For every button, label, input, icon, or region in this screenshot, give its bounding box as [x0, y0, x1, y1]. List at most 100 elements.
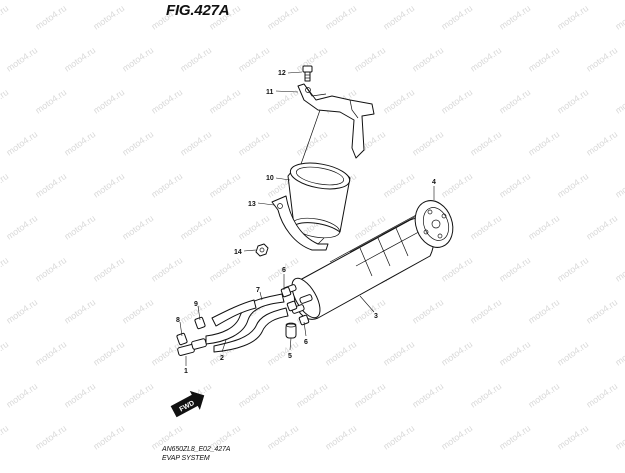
watermark-text: moto4.ru [62, 129, 97, 158]
watermark-text: moto4.ru [526, 297, 561, 326]
callout-2: 2 [220, 355, 224, 362]
watermark-text: moto4.ru [555, 255, 590, 284]
union-1[interactable] [177, 338, 207, 356]
watermark-text: moto4.ru [120, 213, 155, 242]
clip-9[interactable] [194, 316, 206, 330]
watermark-text: moto4.ru [265, 3, 300, 32]
watermark-text: moto4.ru [236, 381, 271, 410]
watermark-text: moto4.ru [613, 87, 625, 116]
watermark-text: moto4.ru [526, 381, 561, 410]
watermark-text: moto4.ru [0, 255, 10, 284]
watermark-text: moto4.ru [207, 87, 242, 116]
watermark-text: moto4.ru [613, 171, 625, 200]
cap-4[interactable] [409, 195, 459, 252]
watermark-text: moto4.ru [4, 297, 39, 326]
model-code: AN650ZL8_E02_427A [162, 446, 231, 453]
watermark-text: moto4.ru [352, 381, 387, 410]
watermark-text: moto4.ru [352, 45, 387, 74]
watermark-text: moto4.ru [33, 87, 68, 116]
watermark-text: moto4.ru [468, 297, 503, 326]
watermark-text: moto4.ru [323, 3, 358, 32]
watermark-text: moto4.ru [33, 3, 68, 32]
watermark-text: moto4.ru [91, 87, 126, 116]
plug-5[interactable] [285, 322, 297, 339]
callout-13: 13 [248, 201, 256, 208]
watermark-text: moto4.ru [33, 171, 68, 200]
watermark-text: moto4.ru [0, 3, 10, 32]
watermark-text: moto4.ru [4, 45, 39, 74]
cushion-10[interactable] [287, 159, 352, 241]
watermark-text: moto4.ru [149, 255, 184, 284]
watermark-text: moto4.ru [439, 3, 474, 32]
clip-8[interactable] [176, 332, 188, 346]
watermark-text: moto4.ru [613, 423, 625, 452]
watermark-text: moto4.ru [584, 297, 619, 326]
watermark-text: moto4.ru [410, 45, 445, 74]
watermark-text: moto4.ru [323, 339, 358, 368]
watermark-text: moto4.ru [0, 171, 10, 200]
clip-6-upper[interactable] [280, 286, 298, 312]
watermark-text: moto4.ru [584, 213, 619, 242]
watermark-text: moto4.ru [265, 423, 300, 452]
watermark-text: moto4.ru [584, 381, 619, 410]
watermark-text: moto4.ru [526, 45, 561, 74]
watermark-text: moto4.ru [555, 87, 590, 116]
callout-10: 10 [266, 175, 274, 182]
watermark-text: moto4.ru [555, 171, 590, 200]
watermark-text: moto4.ru [91, 339, 126, 368]
band-13[interactable] [271, 195, 329, 251]
watermark-text: moto4.ru [236, 213, 271, 242]
callout-labels: 12 11 10 13 14 4 3 6 6 5 7 9 8 2 1 [176, 70, 436, 375]
watermark-text: moto4.ru [497, 423, 532, 452]
hose-2[interactable] [211, 299, 257, 327]
watermark-text: moto4.ru [555, 3, 590, 32]
watermark-text: moto4.ru [120, 129, 155, 158]
watermark-text: moto4.ru [497, 87, 532, 116]
figure-title: FIG.427A [166, 2, 230, 19]
watermark-text: moto4.ru [555, 339, 590, 368]
watermark-text: moto4.ru [236, 45, 271, 74]
watermark-text: moto4.ru [178, 45, 213, 74]
callout-1: 1 [184, 368, 188, 375]
callout-8: 8 [176, 317, 180, 324]
watermark-text: moto4.ru [323, 423, 358, 452]
watermark-text: moto4.ru [381, 339, 416, 368]
watermark-text: moto4.ru [526, 129, 561, 158]
watermark-text: moto4.ru [468, 213, 503, 242]
watermark-text: moto4.ru [468, 129, 503, 158]
watermark-text: moto4.ru [33, 255, 68, 284]
watermark-text: moto4.ru [207, 171, 242, 200]
watermark-text: moto4.ru [613, 255, 625, 284]
system-name: EVAP SYSTEM [162, 455, 210, 462]
watermark-text: moto4.ru [178, 129, 213, 158]
canister-3[interactable] [283, 213, 435, 322]
watermark-text: moto4.ru [33, 339, 68, 368]
nut-14[interactable] [255, 243, 269, 257]
fwd-arrow: FWD [170, 390, 205, 418]
watermark-text: moto4.ru [584, 45, 619, 74]
watermark-text: moto4.ru [91, 3, 126, 32]
watermark-text: moto4.ru [468, 381, 503, 410]
callout-5: 5 [288, 353, 292, 360]
watermark-text: moto4.ru [62, 213, 97, 242]
watermark-text: moto4.ru [149, 171, 184, 200]
watermark-text: moto4.ru [294, 381, 329, 410]
watermark-text: moto4.ru [613, 339, 625, 368]
watermark-text: moto4.ru [439, 423, 474, 452]
watermark-text: moto4.ru [497, 3, 532, 32]
clip-6-lower[interactable] [298, 314, 310, 326]
watermark-text: moto4.ru [0, 87, 10, 116]
watermark-text: moto4.ru [4, 381, 39, 410]
callout-11: 11 [266, 89, 274, 96]
watermark-text: moto4.ru [207, 255, 242, 284]
watermark-text: moto4.ru [91, 255, 126, 284]
bolt-12[interactable] [302, 65, 313, 82]
watermark-text: moto4.ru [439, 339, 474, 368]
watermark-text: moto4.ru [439, 87, 474, 116]
callout-4: 4 [432, 179, 436, 186]
callout-12: 12 [278, 70, 286, 77]
watermark-text: moto4.ru [555, 423, 590, 452]
watermark-text: moto4.ru [584, 129, 619, 158]
